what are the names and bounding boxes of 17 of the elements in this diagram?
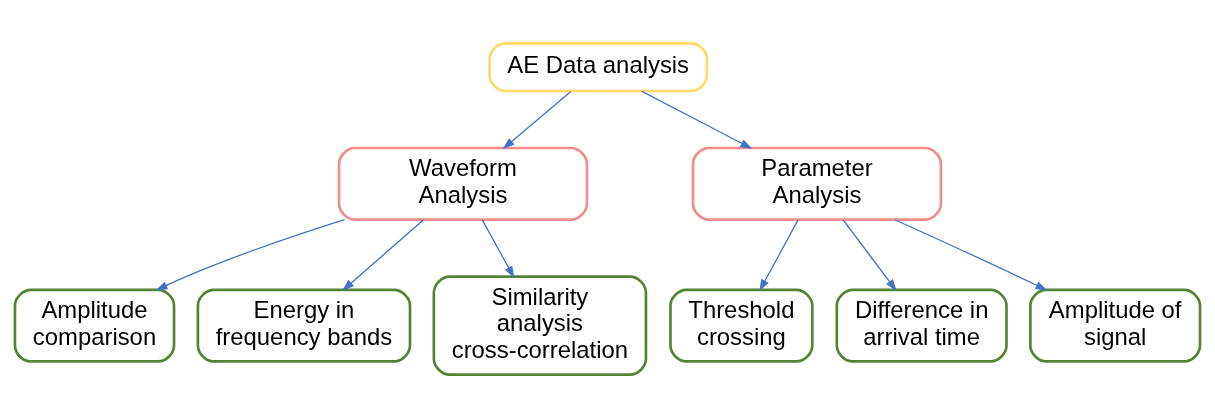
node-box: Threshold crossing xyxy=(669,288,814,363)
node-box: Similarity analysis cross-correlation xyxy=(432,274,648,376)
arrow xyxy=(759,218,799,291)
arrow xyxy=(155,218,346,291)
arrow xyxy=(894,218,1048,291)
node-box: Parameter Analysis xyxy=(691,146,943,221)
arrow xyxy=(641,90,753,149)
node-box: AE Data analysis xyxy=(488,41,709,92)
node-box: Waveform Analysis xyxy=(337,146,589,221)
node-box: Energy in frequency bands xyxy=(196,288,412,363)
node-box: Amplitude of signal xyxy=(1029,288,1202,363)
arrow xyxy=(481,218,515,278)
node-box: Amplitude comparison xyxy=(13,288,176,363)
arrow xyxy=(842,218,897,291)
arrow xyxy=(502,90,572,149)
arrow xyxy=(342,218,424,291)
node-box: Difference in arrival time xyxy=(835,288,1008,363)
